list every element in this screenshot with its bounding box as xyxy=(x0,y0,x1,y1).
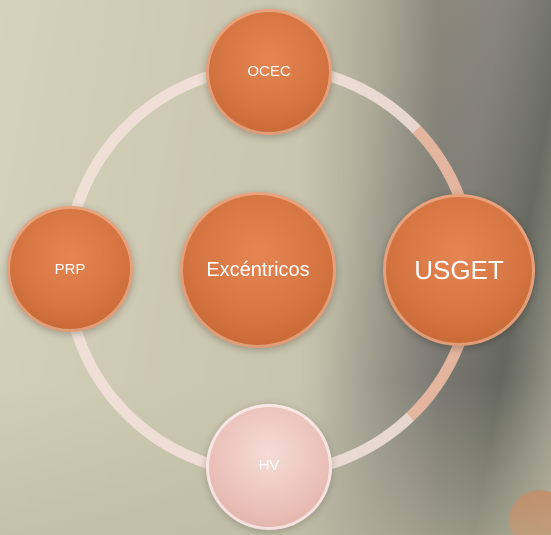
center-node: Excéntricos xyxy=(180,192,336,348)
node-top: OCEC xyxy=(206,9,332,135)
node-top-label: OCEC xyxy=(247,63,291,80)
node-left-label: PRP xyxy=(54,260,86,278)
center-node-label: Excéntricos xyxy=(206,258,310,281)
node-right: USGET xyxy=(383,194,535,346)
node-right-label: USGET xyxy=(414,254,504,285)
node-left: PRP xyxy=(7,206,133,332)
node-bottom-label: HV xyxy=(258,457,280,474)
node-bottom: HV xyxy=(206,404,332,530)
